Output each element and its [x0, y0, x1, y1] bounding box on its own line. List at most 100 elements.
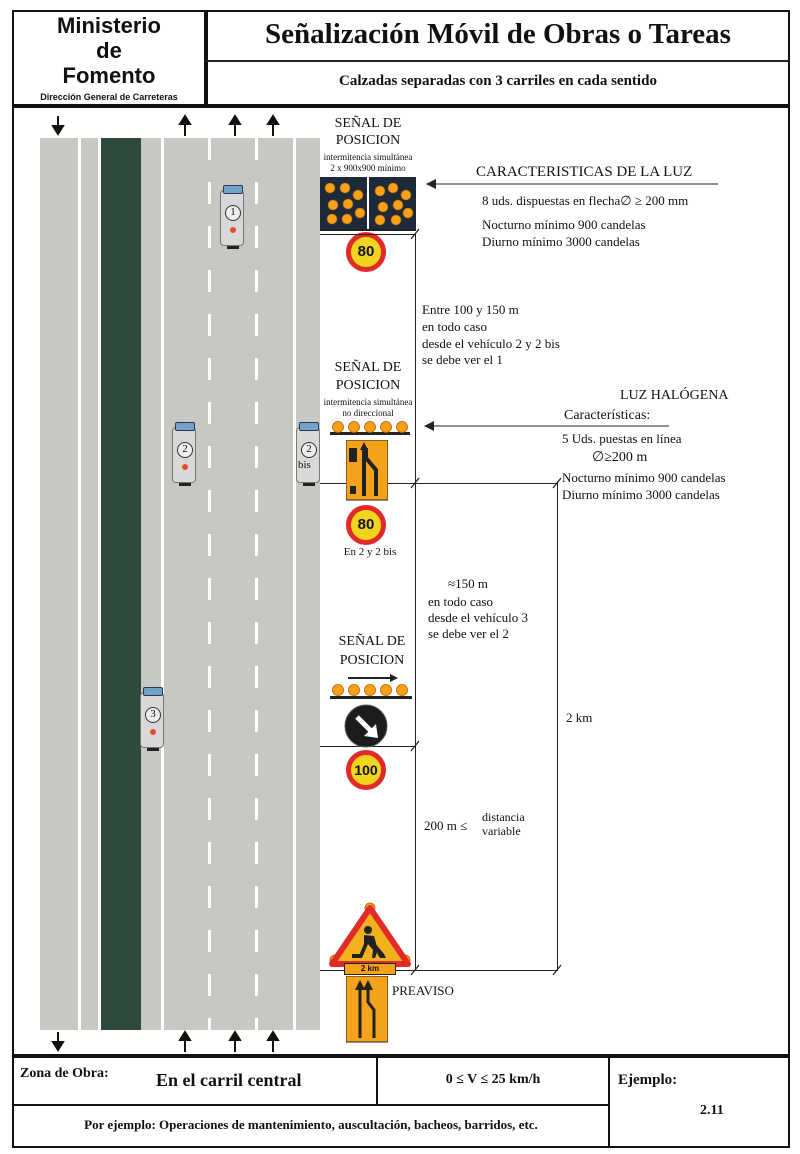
dist1-line4: se debe ver el 1 — [422, 352, 503, 367]
vehicle-2: 2 — [172, 422, 196, 486]
sign3-keep-right-icon — [344, 704, 388, 748]
diagram-frame — [12, 106, 790, 1056]
vehicle-base — [179, 483, 191, 486]
vehicle-number: 3 — [145, 707, 161, 723]
dimension-tick — [320, 483, 558, 484]
light2-line1: Características: — [564, 408, 651, 423]
distance-plate: 2 km — [344, 963, 396, 975]
lane-edge-line — [78, 138, 81, 1030]
sign2-lane-closure-icon — [346, 440, 388, 501]
dimension-slashes — [410, 228, 562, 976]
pointer-arrow-light2 — [424, 421, 669, 431]
org-name-line3: Fomento — [62, 63, 156, 88]
vehicle-base — [303, 483, 315, 486]
light2-line5: Diurno mínimo 3000 candelas — [562, 487, 720, 502]
light1-title: CARACTERISTICAS DE LA LUZ — [476, 164, 693, 180]
pointer-arrow-light1 — [426, 179, 718, 189]
preaviso-lanes-icon — [346, 976, 388, 1043]
vehicle-cab — [223, 185, 243, 194]
dist3-line1: 200 m ≤ — [424, 818, 468, 833]
lane-edge-line — [293, 138, 296, 1030]
page-subtitle: Calzadas separadas con 3 carriles en cad… — [339, 73, 657, 89]
dist2-line2: en todo caso — [428, 594, 493, 609]
sign2-speed-limit: 80 — [346, 505, 386, 545]
footer-ejemplo-box — [608, 1056, 790, 1148]
ejemplo-label: Ejemplo: — [618, 1072, 678, 1088]
vehicle-number: 2 — [301, 442, 317, 458]
dimension-tick — [320, 970, 558, 971]
zona-label: Zona de Obra: — [20, 1066, 109, 1081]
sign1-light-panel-icon — [320, 177, 416, 231]
vehicle-number: 2 — [177, 442, 193, 458]
median-strip — [101, 138, 141, 1030]
sign2-speed-note: En 2 y 2 bis — [343, 546, 397, 558]
org-subtitle: Dirección General de Carreteras — [40, 92, 178, 102]
por-ejemplo-note: Por ejemplo: Operaciones de mantenimient… — [84, 1117, 538, 1132]
dist3-line2b: variable — [482, 824, 521, 838]
sign3-title-line2: POSICION — [339, 653, 405, 668]
dist-total-label: 2 km — [566, 710, 593, 725]
header-title-box — [206, 10, 790, 106]
dist2-line1: ≈150 m — [448, 576, 488, 591]
lane-divider-dashed — [255, 138, 258, 1030]
dist2-line3: desde el vehículo 3 — [428, 610, 528, 625]
preaviso-label: PREAVISO — [392, 983, 454, 998]
sign1-speed-limit: 80 — [346, 232, 386, 272]
light1-line1-diameter: ∅ ≥ 200 mm — [620, 193, 689, 208]
lane-divider-dashed — [208, 138, 211, 1030]
sign2-light-bar-icon — [330, 421, 410, 435]
dist1-line2: en todo caso — [422, 319, 487, 334]
dist3-line2a: distancia — [482, 810, 525, 824]
footer-note-box — [12, 1104, 610, 1148]
speed-range: 0 ≤ V ≤ 25 km/h — [445, 1072, 541, 1087]
light2-line4: Nocturno mínimo 900 candelas — [562, 470, 726, 485]
dist1-line1: Entre 100 y 150 m — [422, 302, 519, 317]
vehicle-beacon-icon — [182, 464, 188, 470]
zona-value: En el carril central — [156, 1070, 302, 1090]
vehicle-beacon-icon — [230, 227, 236, 233]
direction-arrows — [51, 114, 280, 1052]
sign1-note-line2: 2 x 900x900 mínimo — [330, 163, 406, 173]
vehicle-base — [147, 748, 159, 751]
header-logo-box — [12, 10, 206, 106]
sign3-arrow-light-bar-icon — [330, 674, 412, 699]
light1-line1-text: 8 uds. dispuestas en flecha — [482, 193, 621, 208]
vehicle-cab — [143, 687, 163, 696]
dimension-line-vertical — [415, 234, 416, 970]
vehicle-bis-label: bis — [298, 459, 311, 471]
vehicle-number: 1 — [225, 205, 241, 221]
light1-line3: Diurno mínimo 3000 candelas — [482, 234, 640, 249]
light2-line2: 5 Uds. puestas en línea — [562, 431, 682, 446]
vehicle-cab — [299, 422, 319, 431]
light1-line2: Nocturno mínimo 900 candelas — [482, 217, 646, 232]
ejemplo-value: 2.11 — [700, 1103, 724, 1118]
sign2-note-line2: no direccional — [342, 408, 394, 418]
header-divider — [206, 60, 790, 62]
sign1-title-line1: SEÑAL DE — [334, 116, 402, 131]
dimension-tick — [320, 234, 416, 235]
distance-plate-text: 2 km — [360, 964, 380, 973]
dimension-line-total — [557, 483, 558, 971]
light1-line1: 8 uds. dispuestas en flecha∅ ≥ 200 mm — [482, 193, 688, 209]
sign3-title-line1: SEÑAL DE — [338, 634, 406, 649]
vehicle-3: 3 — [140, 687, 164, 751]
dist2-line4: se debe ver el 2 — [428, 626, 509, 641]
sign1-title-line2: POSICION — [335, 133, 401, 148]
lane-edge-line — [161, 138, 164, 1030]
sign2-title-line1: SEÑAL DE — [334, 360, 402, 375]
vehicle-beacon-icon — [150, 729, 156, 735]
vehicle-1: 1 — [220, 185, 244, 249]
lane-edge-line — [98, 138, 101, 1030]
sign3-speed-limit: 100 — [346, 750, 386, 790]
light2-line3: ∅≥200 m — [592, 450, 648, 465]
vehicle-base — [227, 246, 239, 249]
sign2-note-line1: intermitencia simultánea — [323, 397, 413, 407]
carriageway — [40, 138, 320, 1030]
vehicle-2-bis: 2 bis — [296, 422, 320, 486]
org-name-line2: de — [96, 38, 122, 63]
org-name-line1: Ministerio — [57, 13, 161, 38]
dist1-line3: desde el vehículo 2 y 2 bis — [422, 336, 560, 351]
vehicle-cab — [175, 422, 195, 431]
page-title: Señalización Móvil de Obras o Tareas — [265, 18, 731, 50]
sign2-title-line2: POSICION — [335, 378, 401, 393]
